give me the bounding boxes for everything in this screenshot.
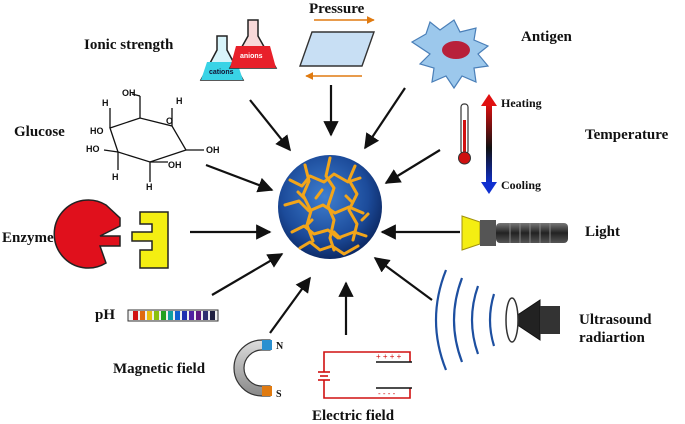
ph-strip-icon: [127, 309, 219, 322]
atom-ho-1: HO: [90, 126, 104, 136]
atom-oh-top: OH: [122, 88, 136, 98]
arrow-temperature: [384, 149, 441, 184]
label-ultrasound-2: radiartion: [579, 330, 645, 346]
atom-h-4: H: [176, 96, 183, 106]
label-ph: pH: [95, 307, 116, 323]
arrow-glucose: [205, 163, 274, 193]
arrow-ultrasound: [373, 257, 433, 301]
atom-oh-3: OH: [206, 145, 220, 155]
enzyme-icon: [53, 199, 169, 269]
anions-label: anions: [240, 53, 263, 60]
label-magnetic-field: Magnetic field: [113, 361, 206, 377]
cations-label: cations: [209, 69, 234, 76]
atom-h-2: H: [112, 172, 119, 182]
stimulus-arrows: [190, 85, 460, 335]
atom-ho-2: HO: [86, 144, 100, 154]
arrow-ph: [211, 253, 284, 296]
hydrogel-icon: [278, 155, 382, 259]
label-cooling: Cooling: [501, 178, 542, 192]
label-ultrasound-1: Ultrasound: [579, 312, 652, 328]
atom-h-1: H: [102, 98, 109, 108]
cell-icon: [410, 19, 490, 90]
glucose-icon: [103, 93, 204, 182]
speaker-icon: [434, 269, 560, 371]
label-glucose: Glucose: [14, 124, 65, 140]
label-temperature: Temperature: [585, 127, 669, 143]
label-pressure: Pressure: [309, 1, 365, 17]
atom-o: O: [166, 116, 173, 126]
plus-signs: + + + +: [376, 352, 402, 361]
pressure-plate-icon: [299, 16, 375, 80]
magnet-icon: N S: [233, 339, 284, 400]
flashlight-icon: [461, 215, 568, 251]
magnet-north-label: N: [276, 341, 284, 352]
glucose-atom-labels: OH H O HO HO H H OH OH H: [86, 88, 220, 192]
label-heating: Heating: [501, 96, 542, 110]
atom-oh-2: OH: [168, 160, 182, 170]
thermometer-icon: [458, 94, 497, 194]
flask-icon: cations anions: [199, 19, 278, 81]
label-light: Light: [585, 224, 621, 240]
label-ionic-strength: Ionic strength: [84, 37, 174, 53]
label-electric-field: Electric field: [312, 408, 395, 424]
atom-h-3: H: [146, 182, 153, 192]
arrow-antigen: [364, 87, 406, 150]
minus-signs: - - - -: [378, 389, 396, 398]
arrow-magnetic: [269, 276, 311, 334]
label-antigen: Antigen: [521, 29, 572, 45]
magnet-south-label: S: [276, 389, 282, 400]
circuit-icon: + + + + - - - -: [318, 351, 412, 399]
arrow-ionic: [249, 99, 291, 152]
label-enzyme: Enzyme: [2, 230, 54, 246]
